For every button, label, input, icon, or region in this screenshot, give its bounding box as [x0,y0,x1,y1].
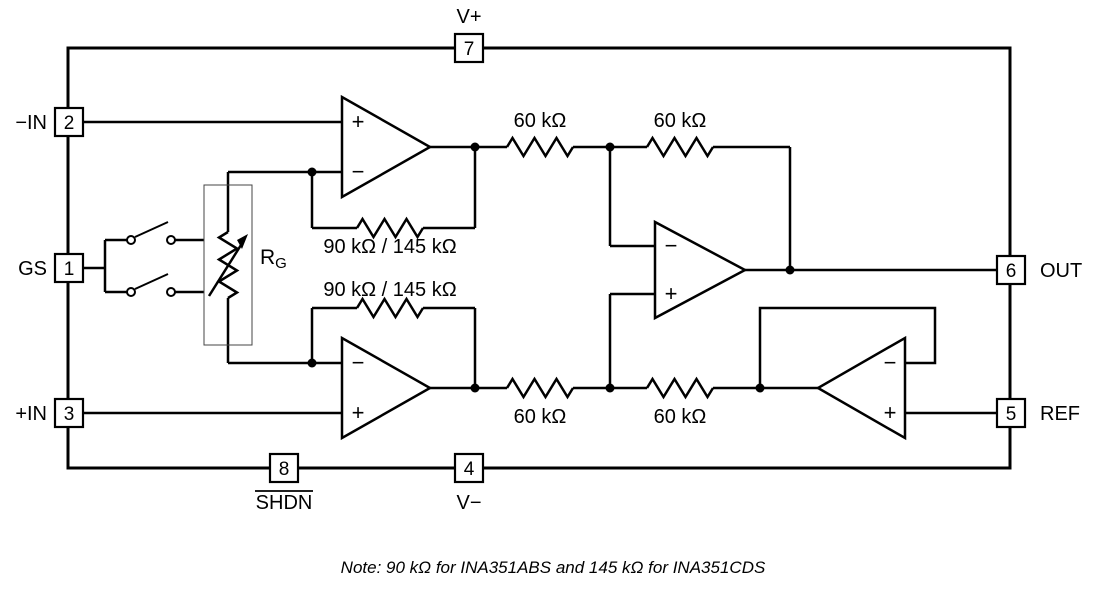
pin-box [53,252,85,284]
resistor-60k-bottom-left [505,376,575,400]
opamp-a3: − + [653,219,748,321]
junction-dot [470,142,480,152]
resistor-60k-top-right [645,135,715,159]
pin-box [995,397,1027,429]
opamp-triangle [340,335,433,441]
pin-8-label: SHDN [256,492,313,514]
junction-dot [605,142,615,152]
junction-dot [785,265,795,275]
footnote: Note: 90 kΩ for INA351ABS and 145 kΩ for… [341,558,766,577]
pin-box [53,397,85,429]
label-rg: RG [260,246,287,272]
rg-enclosure [203,184,253,346]
pin-3-label: +IN [15,403,47,425]
pin-4-number: 4 [464,459,475,480]
switch-top-contact-right [166,235,176,245]
opamp-a2-minus-sign: − [352,350,365,375]
opamp-a2-plus-sign: + [352,400,365,425]
pin-2: 2 −IN [15,106,85,138]
label-r60-bottom-left: 60 kΩ [514,406,567,428]
pin-1: 1 GS [18,252,85,284]
pin-2-label: −IN [15,112,47,134]
pin-7: 7 V+ [453,6,485,64]
switch-top-blade [134,221,169,238]
pin-5: 5 REF [995,397,1080,429]
switch-bottom-blade [134,273,169,290]
label-r60-bottom-right: 60 kΩ [654,406,707,428]
label-feedback-bottom: 90 kΩ / 145 kΩ [323,279,456,301]
resistor-60k-bottom-right [645,376,715,400]
ref-buffer-plus-sign: + [884,400,897,425]
opamp-triangle [340,94,433,200]
pin-3-number: 3 [64,404,75,425]
opamp-triangle [815,335,907,441]
switch-bottom-contact-left [126,287,136,297]
junction-dot [605,383,615,393]
pin-box [995,254,1027,286]
pin-box [268,452,300,484]
pin-6-number: 6 [1006,261,1017,282]
pin-6: 6 OUT [995,254,1082,286]
pin-5-number: 5 [1006,404,1017,425]
rg-wiper-arrow-head [237,234,248,249]
rg-label-sub: G [275,255,287,272]
opamp-a2: − + [340,335,433,441]
pin-6-label: OUT [1040,260,1082,282]
opamp-a3-minus-sign: − [665,233,678,258]
pin-2-number: 2 [64,113,75,134]
label-feedback-top: 90 kΩ / 145 kΩ [323,236,456,258]
pin-box [453,452,485,484]
opamp-triangle [653,219,748,321]
resistor-feedback-top [355,216,425,240]
switch-top-contact-left [126,235,136,245]
gain-switches [126,221,176,297]
pin-8: 8 SHDN [255,452,313,514]
pin-7-number: 7 [464,39,475,60]
ref-buffer-minus-sign: − [884,350,897,375]
label-r60-top-right: 60 kΩ [654,110,707,132]
pin-4-label: V− [456,492,481,514]
junction-dots [307,142,795,393]
opamp-ref-buffer: − + [815,335,907,441]
switch-bottom-contact-right [166,287,176,297]
rg-label-main: R [260,246,275,269]
pin-box [453,32,485,64]
junction-dot [307,167,317,177]
junction-dot [307,358,317,368]
opamp-a3-plus-sign: + [665,281,678,306]
label-r60-top-left: 60 kΩ [514,110,567,132]
opamp-a1-plus-sign: + [352,109,365,134]
rg-wiper-arrow-shaft [207,244,243,297]
pin-7-label: V+ [456,6,481,28]
resistors [355,135,715,400]
resistor-labels: 60 kΩ 60 kΩ 60 kΩ 60 kΩ 90 kΩ / 145 kΩ 9… [260,110,706,428]
resistor-feedback-bottom [355,296,425,320]
wire-buffer-feedback-loop [758,306,937,388]
rg-potentiometer [203,184,253,346]
opamp-a1: + − [340,94,433,200]
resistor-60k-top-left [505,135,575,159]
junction-dot [470,383,480,393]
pin-3: 3 +IN [15,397,85,429]
pin-8-number: 8 [279,459,290,480]
opamp-a1-minus-sign: − [352,159,365,184]
pin-box [53,106,85,138]
pin-1-label: GS [18,258,47,280]
junction-dot [755,383,765,393]
pin-4: 4 V− [453,452,485,514]
pin-1-number: 1 [64,259,75,280]
pin-5-label: REF [1040,403,1080,425]
